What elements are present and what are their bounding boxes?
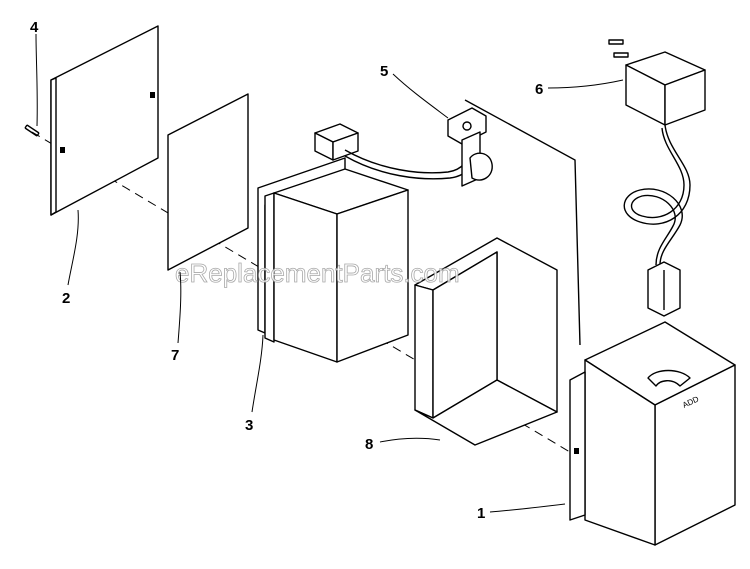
part-5-clamp[interactable] (447, 107, 493, 187)
plug-prong-icon (608, 39, 624, 45)
door-latch-icon (574, 448, 579, 454)
callout-6: 6 (535, 81, 543, 98)
callout-1: 1 (477, 505, 485, 522)
panel-hole-icon (150, 92, 155, 98)
callout-8: 8 (365, 436, 373, 453)
part-6-transformer[interactable] (608, 39, 706, 317)
callout-5: 5 (380, 63, 388, 80)
part-4-screw[interactable] (24, 124, 40, 137)
part-1-enclosure[interactable]: ADD (569, 321, 736, 546)
callout-2: 2 (62, 290, 70, 307)
callout-leaders (35, 33, 624, 513)
panel-hole-icon (60, 147, 65, 153)
plug-prong-icon (613, 52, 629, 58)
watermark-text: eReplacementParts.com (175, 258, 460, 288)
back-sheet (464, 99, 581, 346)
callout-7: 7 (171, 347, 179, 364)
callout-3: 3 (245, 417, 253, 434)
part-8-shroud[interactable] (414, 237, 558, 446)
part-7-gasket[interactable] (167, 93, 249, 271)
part-2-panel[interactable] (50, 25, 159, 216)
callout-4: 4 (30, 19, 39, 36)
part-3-inner-box[interactable] (257, 123, 475, 363)
